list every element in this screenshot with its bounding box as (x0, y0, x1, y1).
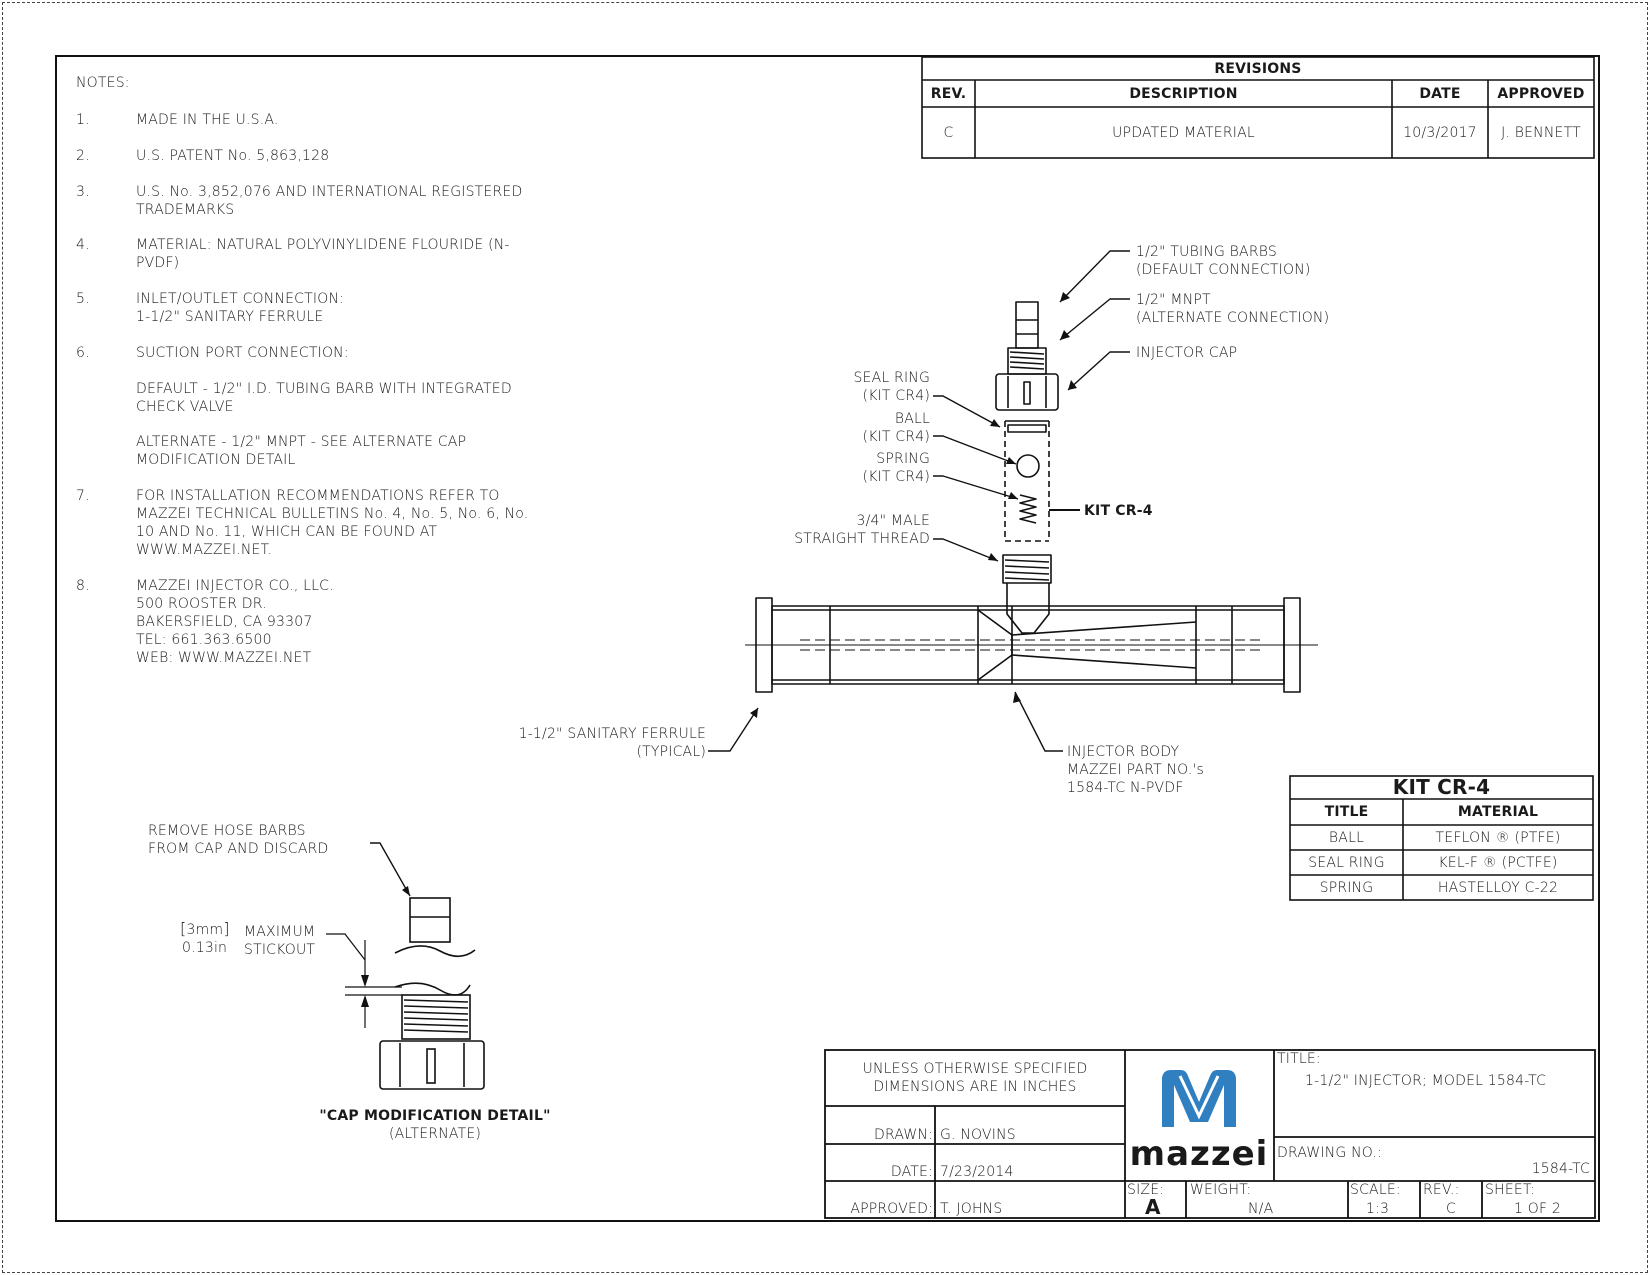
stickout-label: MAXIMUM STICKOUT (244, 924, 316, 958)
size-label: SIZE: (1127, 1182, 1165, 1198)
note-number: 5. (76, 291, 90, 307)
title-block-grid (824, 1049, 1596, 1219)
tubing-barb (1015, 301, 1039, 349)
note-number: 4. (76, 237, 90, 253)
callout-injector-body: INJECTOR BODY MAZZEI PART NO.'s 1584-TC … (1067, 744, 1205, 796)
callout-ball: BALL (KIT CR4) (862, 411, 930, 445)
date-value: 7/23/2014 (940, 1164, 1014, 1180)
kit-row-title: BALL (1328, 830, 1365, 846)
date-label: DATE: (890, 1164, 933, 1180)
note-text: ALTERNATE - 1/2" MNPT - SEE ALTERNATE CA… (136, 434, 467, 468)
approved-value: J. BENNETT (1501, 125, 1581, 141)
note-text: U.S. No. 3,852,076 AND INTERNATIONAL REG… (136, 184, 523, 218)
title-value: 1-1/2" INJECTOR; MODEL 1584-TC (1305, 1073, 1547, 1089)
revisions-title: REVISIONS (1214, 61, 1302, 77)
stickout-mm-value: 3mm (186, 922, 224, 938)
note-text: INLET/OUTLET CONNECTION: 1-1/2" SANITARY… (136, 291, 345, 325)
notes-heading: NOTES: (76, 75, 130, 91)
rev-value: C (1446, 1201, 1456, 1217)
kit-cartridge (1004, 421, 1050, 542)
kit-header-material: MATERIAL (1457, 804, 1539, 820)
kit-header-title: TITLE (1324, 804, 1369, 820)
note-number: 2. (76, 148, 90, 164)
kit-table-grid (1289, 775, 1594, 901)
spring (1019, 494, 1037, 524)
note-text: MAZZEI INJECTOR CO., LLC. 500 ROOSTER DR… (136, 578, 334, 666)
note-number: 3. (76, 184, 90, 200)
callout-male-thread: 3/4" MALE STRAIGHT THREAD (794, 513, 930, 547)
cap-threads (1007, 347, 1047, 375)
date-value: 10/3/2017 (1403, 125, 1477, 141)
note-text: MADE IN THE U.S.A. (136, 112, 279, 128)
rev-header: REV. (930, 86, 967, 102)
approved-value: T. JOHNS (940, 1201, 1003, 1217)
note-number: 7. (76, 488, 90, 504)
note-number: 8. (76, 578, 90, 594)
note-text: MATERIAL: NATURAL POLYVINYLIDENE FLOURID… (136, 237, 510, 271)
male-thread (1002, 554, 1052, 584)
drawn-label: DRAWN: (874, 1127, 933, 1143)
leader-lines (370, 250, 1130, 897)
cap-detail-subtitle: (ALTERNATE) (388, 1126, 482, 1142)
date-header: DATE (1419, 86, 1461, 102)
leader-arrowheads (402, 292, 1077, 896)
sheet-value: 1 OF 2 (1514, 1201, 1561, 1217)
cap-detail-drawing (326, 897, 485, 1090)
note-text: FOR INSTALLATION RECOMMENDATIONS REFER T… (136, 488, 529, 558)
weight-value: N/A (1248, 1201, 1274, 1217)
seal-ring (1007, 424, 1047, 433)
title-label: TITLE: (1277, 1051, 1321, 1067)
injector-cap (995, 373, 1059, 411)
stickout-in: 0.13in (182, 940, 228, 956)
callout-seal-ring: SEAL RING (KIT CR4) (853, 370, 930, 404)
ball (1016, 454, 1040, 478)
cut-line (394, 982, 471, 996)
stickout-mm: [3mm] (180, 919, 230, 939)
removed-barb (394, 897, 476, 958)
callout-ferrule: 1-1/2" SANITARY FERRULE (TYPICAL) (518, 726, 706, 760)
description-header: DESCRIPTION (1129, 86, 1238, 102)
detail-threads (401, 994, 471, 1040)
mazzei-logo-icon (1162, 1070, 1236, 1127)
size-value: A (1145, 1195, 1161, 1219)
kit-row-material: TEFLON ® (PTFE) (1435, 830, 1561, 846)
drawn-value: G. NOVINS (940, 1127, 1016, 1143)
callout-remove-barbs: REMOVE HOSE BARBS FROM CAP AND DISCARD (148, 823, 329, 857)
logo-wordmark: mazzei (1129, 1134, 1269, 1174)
approved-label: APPROVED: (850, 1201, 933, 1217)
injector-body (745, 597, 1318, 693)
rev-label: REV.: (1423, 1182, 1460, 1198)
kit-table-title: KIT CR-4 (1392, 775, 1491, 799)
callout-tubing-barbs: 1/2" TUBING BARBS (DEFAULT CONNECTION) (1136, 244, 1311, 278)
callout-kit: KIT CR-4 (1084, 503, 1153, 519)
kit-row-material: HASTELLOY C-22 (1437, 880, 1559, 896)
weight-label: WEIGHT: (1190, 1182, 1252, 1198)
note-text: U.S. PATENT No. 5,863,128 (136, 148, 330, 164)
approved-header: APPROVED (1497, 86, 1585, 102)
note-number: 6. (76, 345, 90, 361)
note-text: SUCTION PORT CONNECTION: (136, 345, 349, 361)
description-value: UPDATED MATERIAL (1112, 125, 1255, 141)
kit-row-material: KEL-F ® (PCTFE) (1438, 855, 1558, 871)
sheet-label: SHEET: (1485, 1182, 1536, 1198)
scale-value: 1:3 (1366, 1201, 1390, 1217)
drawing-no-value: 1584-TC (1531, 1161, 1590, 1177)
rev-value: C (943, 125, 954, 141)
note-text: DEFAULT - 1/2" I.D. TUBING BARB WITH INT… (136, 381, 512, 415)
detail-cap (379, 1040, 485, 1090)
drawing-no-label: DRAWING NO.: (1277, 1145, 1382, 1161)
kit-row-title: SPRING (1319, 880, 1374, 896)
callout-mnpt: 1/2" MNPT (ALTERNATE CONNECTION) (1136, 292, 1330, 326)
spec-note: UNLESS OTHERWISE SPECIFIED DIMENSIONS AR… (862, 1061, 1088, 1095)
callout-spring: SPRING (KIT CR4) (862, 451, 930, 485)
note-number: 1. (76, 112, 90, 128)
drawing-frame (55, 55, 1600, 1222)
callout-injector-cap: INJECTOR CAP (1136, 345, 1238, 361)
scale-label: SCALE: (1350, 1182, 1401, 1198)
kit-row-title: SEAL RING (1308, 855, 1385, 871)
cap-detail-title: "CAP MODIFICATION DETAIL" (319, 1108, 551, 1124)
